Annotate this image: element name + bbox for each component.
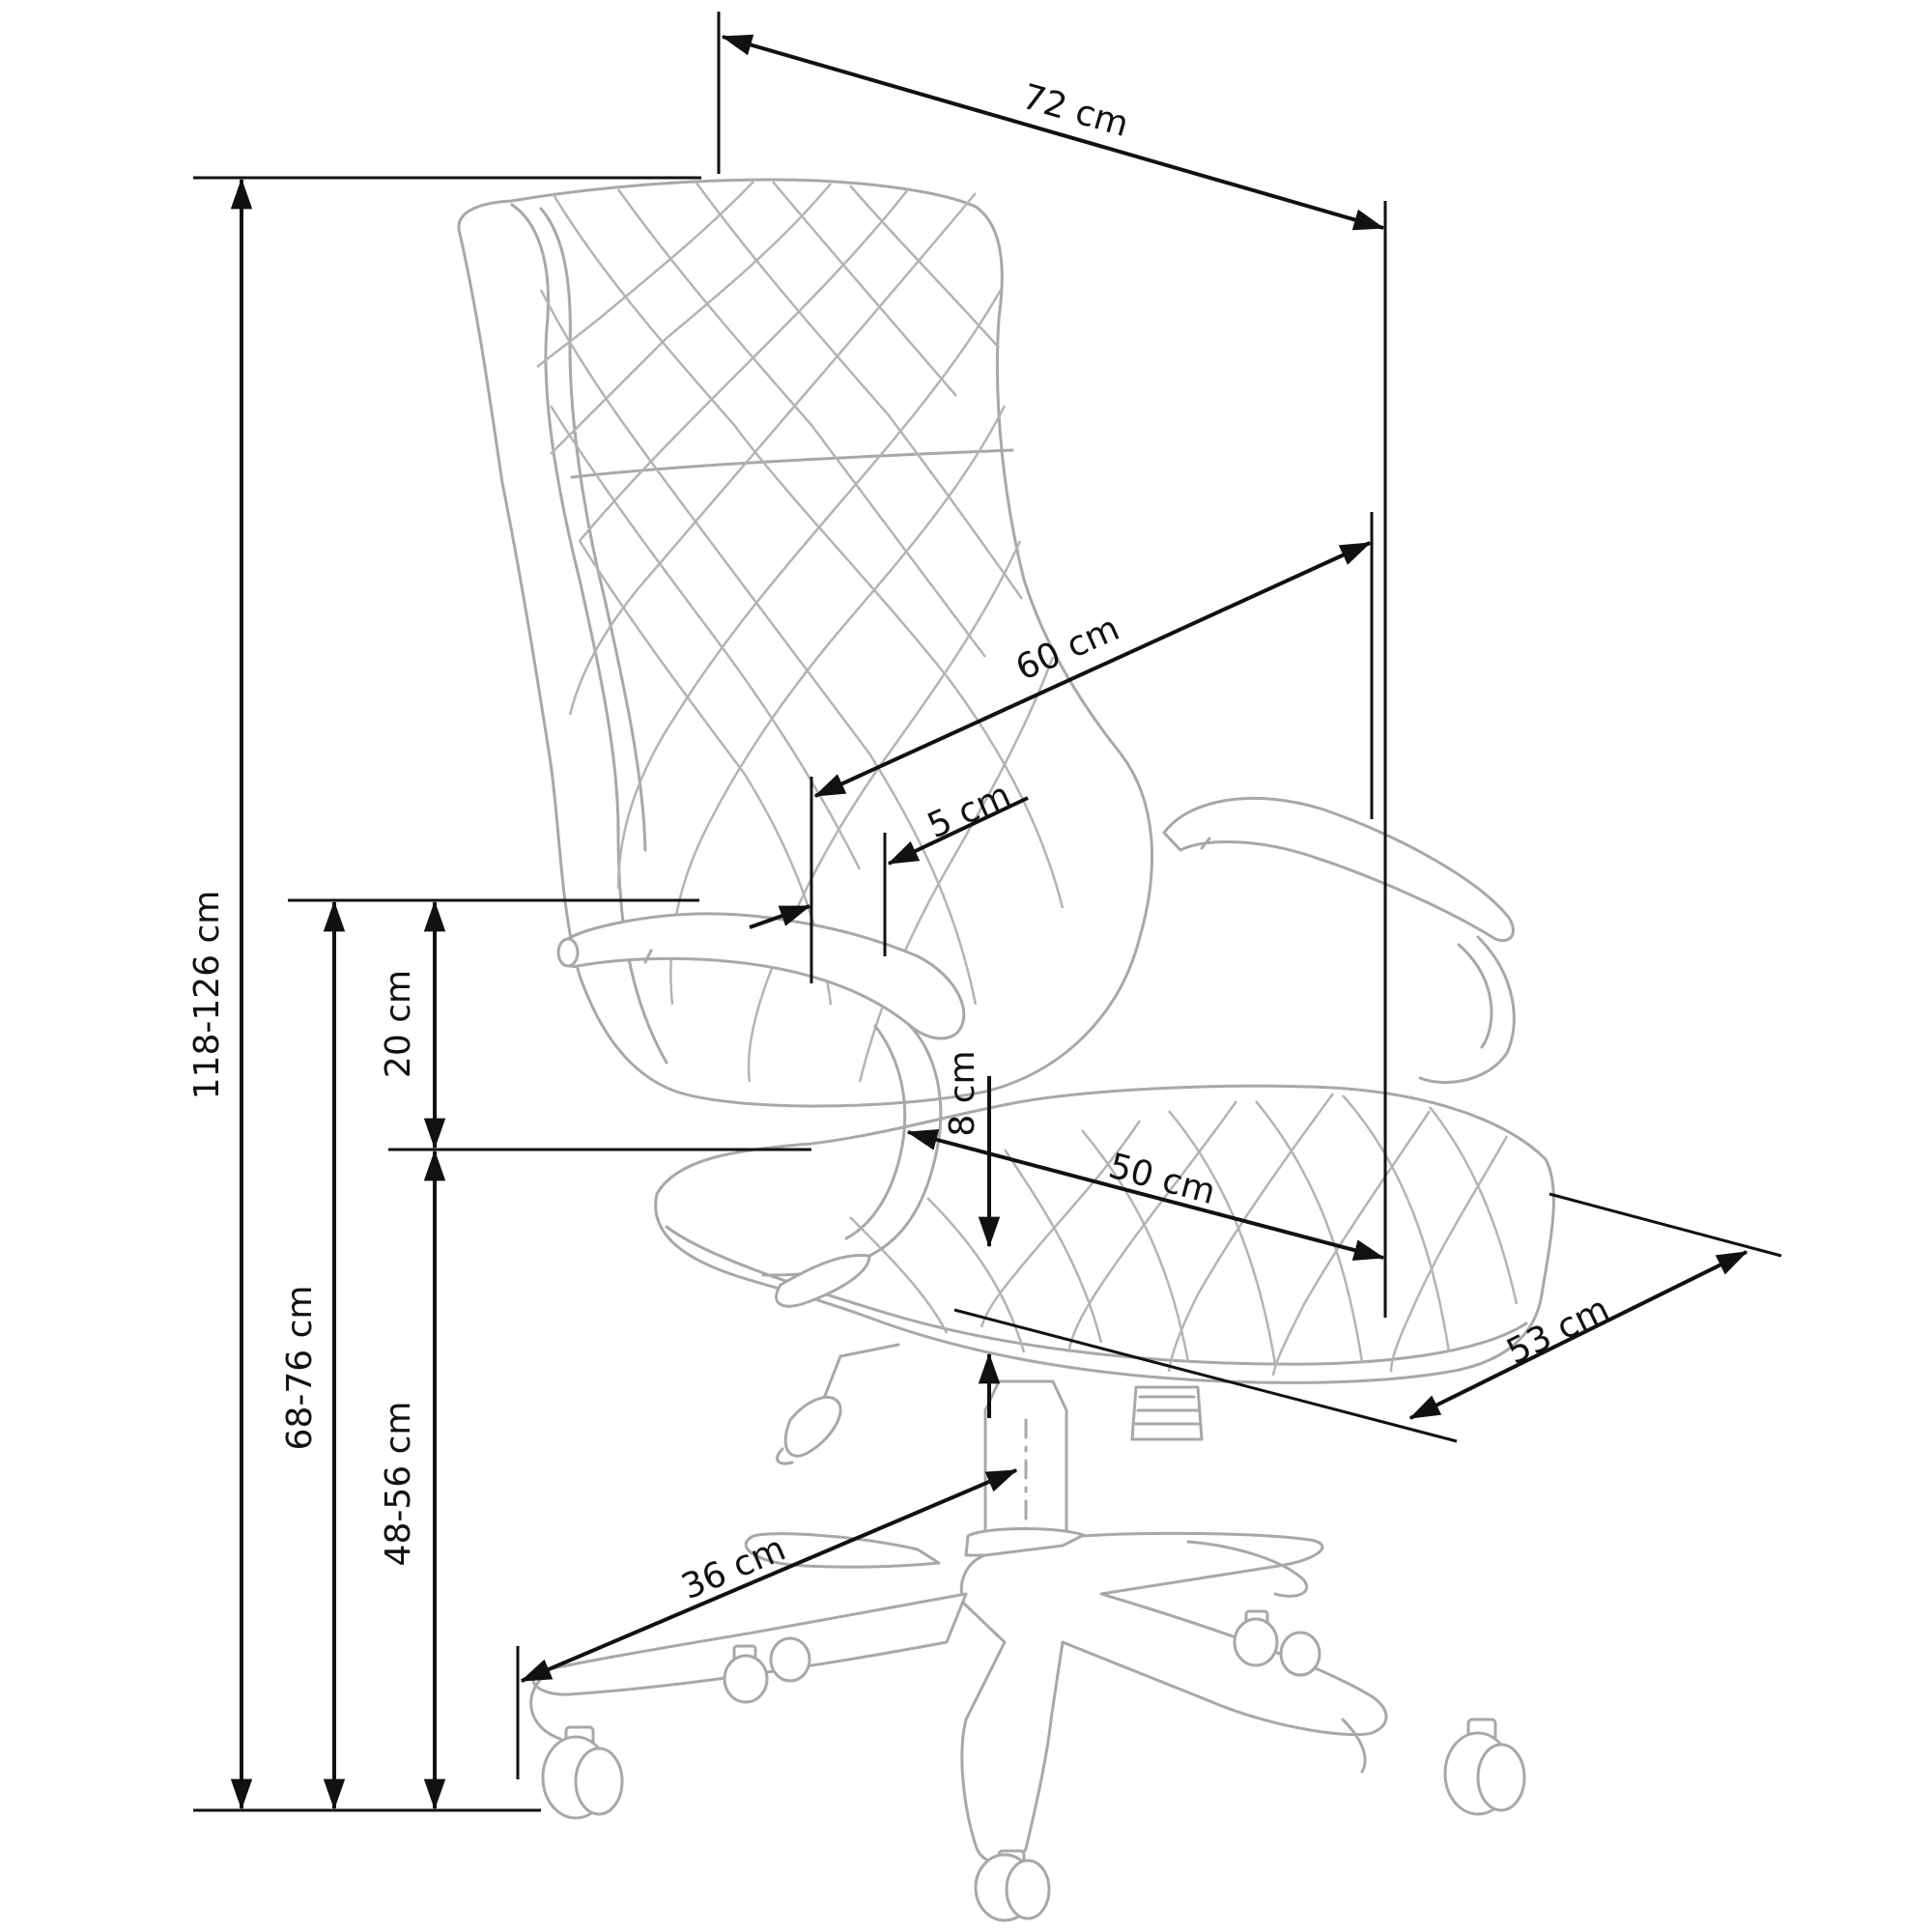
total-height-label: 118-126 cm (187, 891, 227, 1100)
armrest-width-line-right (887, 796, 1029, 866)
caster-front-left (541, 1725, 624, 1820)
seat-depth-front-extension-line (953, 1308, 1458, 1443)
right-armrest (1162, 796, 1516, 1084)
backrest-width-line (813, 541, 1372, 798)
star-base (529, 1531, 1388, 1864)
dimension-lines (193, 12, 1782, 1812)
chair-drawing (457, 178, 1555, 1922)
seat-height-label: 48-56 cm (379, 1402, 418, 1567)
backrest (457, 178, 1154, 1108)
caster-front-right (1443, 1718, 1526, 1816)
caster-front-center (974, 1849, 1051, 1922)
armrest-above-seat-label: 20 cm (379, 970, 418, 1078)
base-radius-label: 36 cm (676, 1529, 791, 1608)
seat (654, 1084, 1555, 1384)
seat-width-line (906, 1128, 1385, 1262)
seat-depth-line (1408, 1250, 1748, 1420)
caster-back-right (1233, 1609, 1321, 1677)
base-radius-line (520, 1468, 1018, 1683)
armrest-width-line-left (749, 904, 811, 929)
seat-thickness-label: 8 cm (943, 1050, 982, 1136)
left-armrest (556, 912, 966, 1308)
total-width-line (721, 34, 1385, 231)
seat-depth-back-extension-line (1548, 1192, 1782, 1258)
total-width-label: 72 cm (1018, 77, 1133, 145)
armrest-height-label: 68-76 cm (280, 1286, 320, 1451)
